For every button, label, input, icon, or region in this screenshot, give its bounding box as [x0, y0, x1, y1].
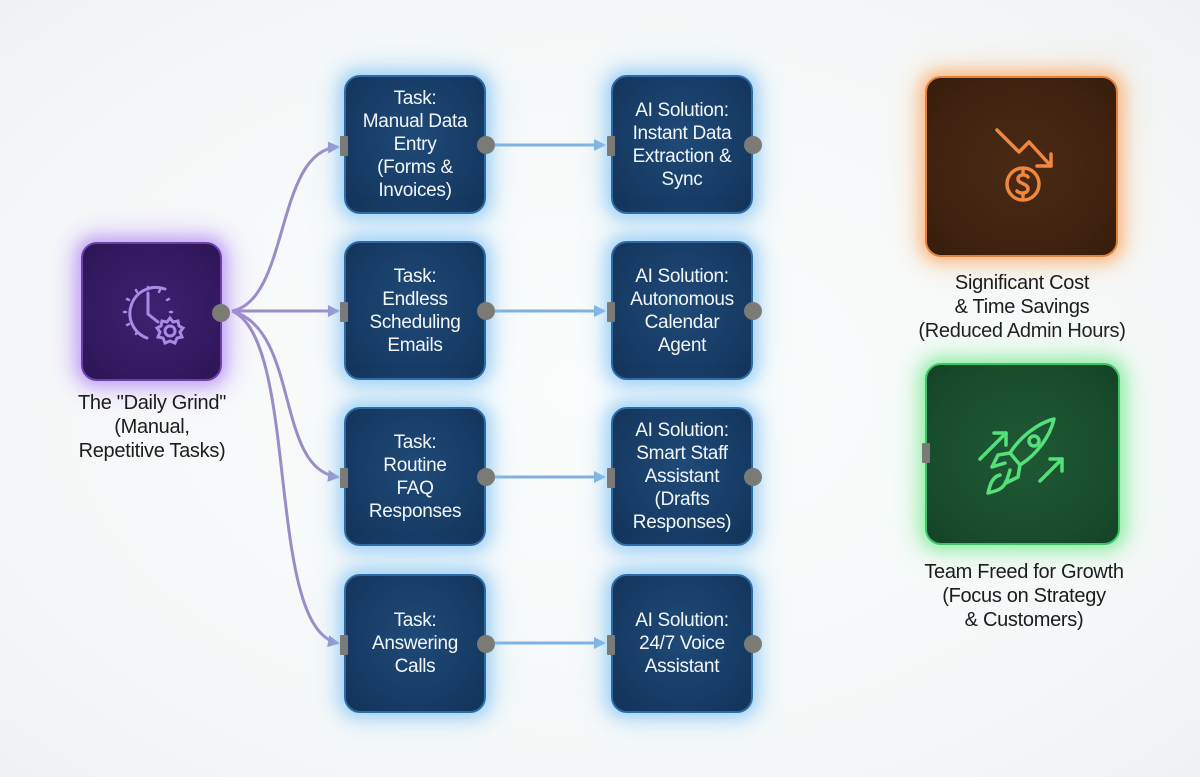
task-node-faq-responses[interactable]: Task: Routine FAQ Responses — [340, 407, 495, 546]
solution-2-output-port[interactable] — [744, 302, 762, 320]
task-4-output-port[interactable] — [477, 635, 495, 653]
solution-node-calendar-agent[interactable]: AI Solution: Autonomous Calendar Agent — [607, 241, 762, 380]
solution-node-data-extraction[interactable]: AI Solution: Instant Data Extraction & S… — [607, 75, 762, 214]
clock-gear-icon — [122, 285, 185, 345]
cost-savings-caption: Significant Cost & Time Savings (Reduced… — [918, 272, 1126, 342]
solution-4-label: AI Solution: 24/7 Voice Assistant — [635, 610, 729, 677]
task-1-label: Task: Manual Data Entry (Forms & Invoice… — [362, 88, 468, 201]
task-4-input-port[interactable] — [340, 635, 348, 655]
daily-grind-caption: The "Daily Grind" (Manual, Repetitive Ta… — [77, 392, 227, 462]
task-2-input-port[interactable] — [340, 302, 348, 322]
solution-3-input-port[interactable] — [607, 468, 615, 488]
cost-savings-node[interactable] — [925, 76, 1118, 257]
edge-source-to-task-3 — [231, 309, 340, 482]
task-2-label: Task: Endless Scheduling Emails — [369, 265, 461, 356]
team-growth-node[interactable] — [922, 363, 1120, 545]
task-1-input-port[interactable] — [340, 136, 348, 156]
solution-node-staff-assistant[interactable]: AI Solution: Smart Staff Assistant (Draf… — [607, 407, 762, 546]
solution-4-output-port[interactable] — [744, 635, 762, 653]
edge-source-to-task-1 — [231, 141, 340, 313]
daily-grind-node[interactable] — [81, 242, 230, 381]
rocket-growth-icon — [977, 417, 1064, 495]
task-3-output-port[interactable] — [477, 468, 495, 486]
edge-source-to-task-4 — [231, 309, 340, 648]
solution-node-voice-assistant[interactable]: AI Solution: 24/7 Voice Assistant — [607, 574, 762, 713]
task-4-label: Task: Answering Calls — [371, 610, 458, 677]
task-1-output-port[interactable] — [477, 136, 495, 154]
source-output-port[interactable] — [212, 304, 230, 322]
task-3-label: Task: Routine FAQ Responses — [368, 431, 462, 522]
solution-3-label: AI Solution: Smart Staff Assistant (Draf… — [632, 420, 732, 533]
task-3-input-port[interactable] — [340, 468, 348, 488]
solution-1-input-port[interactable] — [607, 136, 615, 156]
solution-3-output-port[interactable] — [744, 468, 762, 486]
task-node-manual-data-entry[interactable]: Task: Manual Data Entry (Forms & Invoice… — [340, 75, 495, 214]
solution-4-input-port[interactable] — [607, 635, 615, 655]
solution-2-label: AI Solution: Autonomous Calendar Agent — [630, 265, 734, 356]
solution-2-input-port[interactable] — [607, 302, 615, 322]
solution-1-output-port[interactable] — [744, 136, 762, 154]
task-node-answering-calls[interactable]: Task: Answering Calls — [340, 574, 495, 713]
team-growth-caption: Team Freed for Growth (Focus on Strategy… — [924, 561, 1124, 631]
task-2-output-port[interactable] — [477, 302, 495, 320]
task-node-scheduling-emails[interactable]: Task: Endless Scheduling Emails — [340, 241, 495, 380]
growth-input-port[interactable] — [922, 443, 930, 463]
cost-down-dollar-icon — [994, 127, 1053, 202]
solution-1-label: AI Solution: Instant Data Extraction & S… — [632, 99, 732, 190]
